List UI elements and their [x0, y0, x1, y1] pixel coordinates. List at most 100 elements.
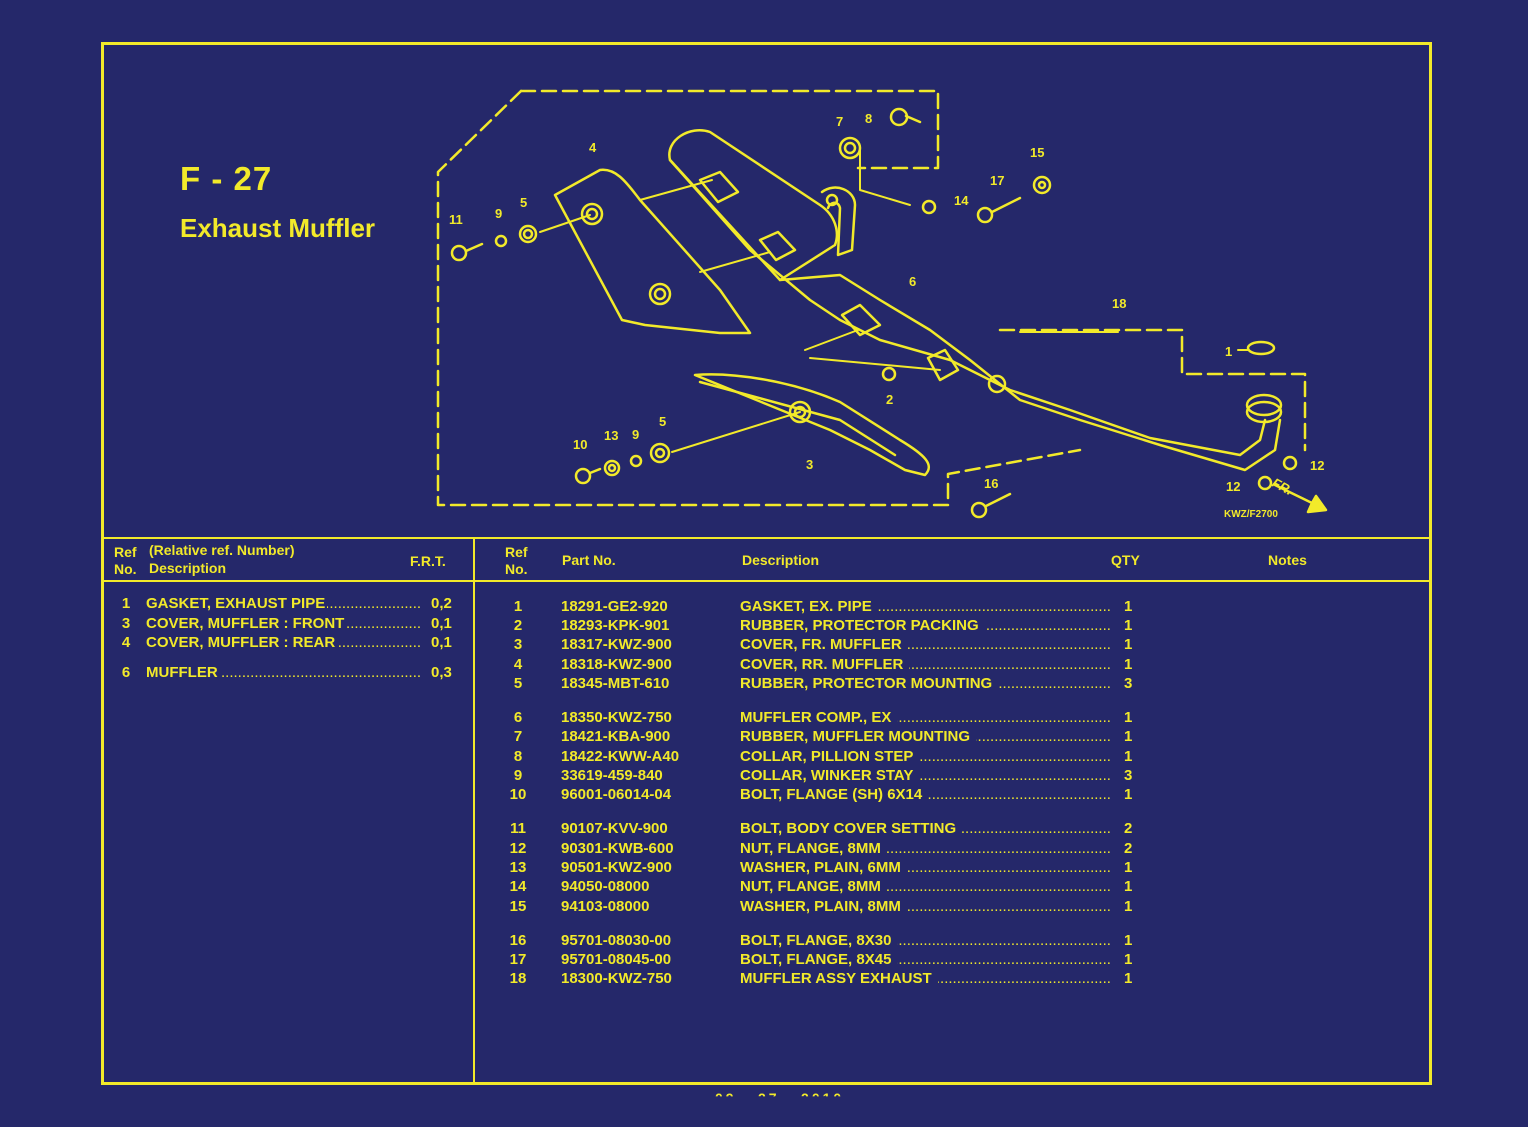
left-header-no: No.: [114, 561, 137, 577]
row-ref: 1: [121, 595, 131, 612]
row-part-no: 18422-KWW-A40: [561, 748, 680, 765]
row-description: RUBBER, PROTECTOR MOUNTING: [740, 674, 999, 693]
row-ref: 14: [509, 878, 527, 895]
row-part-no: 18291-GE2-920: [561, 598, 668, 615]
row-description: COVER, RR. MUFFLER: [740, 655, 910, 674]
callout-label: 11: [449, 212, 463, 227]
row-qty: 1: [1124, 898, 1133, 915]
row-description: GASKET, EX. PIPE: [740, 597, 878, 616]
row-ref: 6: [121, 664, 131, 681]
page-title: Exhaust Muffler: [180, 213, 376, 243]
table-column-divider: [473, 537, 475, 1082]
row-ref: 5: [513, 675, 523, 692]
callout-label: 9: [632, 427, 640, 442]
callout-label: 4: [589, 140, 597, 155]
row-part-no: 90501-KWZ-900: [561, 859, 672, 876]
row-part-no: 94103-08000: [561, 898, 650, 915]
right-header-qty: QTY: [1111, 552, 1140, 568]
row-description: COLLAR, WINKER STAY: [740, 766, 920, 785]
row-ref: 17: [509, 951, 527, 968]
row-qty: 1: [1124, 598, 1133, 615]
left-header-frt: F.R.T.: [410, 553, 446, 569]
row-part-no: 96001-06014-04: [561, 786, 672, 803]
row-qty: 1: [1124, 859, 1133, 876]
row-ref: 6: [513, 709, 523, 726]
row-frt: 0,2: [431, 595, 452, 612]
callout-label: 10: [573, 437, 588, 452]
right-header-description: Description: [742, 552, 820, 568]
row-description: WASHER, PLAIN, 8MM: [740, 897, 907, 916]
row-part-no: 33619-459-840: [561, 767, 663, 784]
row-ref: 4: [513, 656, 523, 673]
page-frame: [101, 42, 1432, 1085]
row-description: WASHER, PLAIN, 6MM: [740, 858, 907, 877]
row-qty: 1: [1124, 748, 1133, 765]
row-qty: 1: [1124, 636, 1133, 653]
row-qty: 2: [1124, 840, 1133, 857]
row-qty: 1: [1124, 878, 1133, 895]
row-description: MUFFLER ASSY EXHAUST: [740, 969, 938, 988]
row-part-no: 18350-KWZ-750: [561, 709, 672, 726]
row-qty: 1: [1124, 617, 1133, 634]
row-ref: 11: [510, 820, 526, 837]
left-header-description: Description: [149, 560, 227, 576]
row-description: BOLT, FLANGE (SH) 6X14: [740, 785, 929, 804]
row-description: RUBBER, MUFFLER MOUNTING: [740, 727, 976, 746]
callout-label: 7: [836, 114, 844, 129]
callout-label: 18: [1112, 296, 1127, 311]
row-part-no: 90107-KVV-900: [561, 820, 668, 837]
row-qty: 1: [1124, 709, 1133, 726]
row-ref: 8: [513, 748, 523, 765]
row-ref: 13: [509, 859, 527, 876]
row-part-no: 95701-08030-00: [561, 932, 672, 949]
header-bottom-divider: [101, 580, 1429, 582]
row-description: COVER, FR. MUFFLER: [740, 635, 908, 654]
row-qty: 1: [1124, 970, 1133, 987]
row-ref: 1: [513, 598, 523, 615]
row-part-no: 94050-08000: [561, 878, 650, 895]
row-description: NUT, FLANGE, 8MM: [740, 877, 887, 896]
row-description: BOLT, BODY COVER SETTING: [740, 819, 963, 838]
row-ref: 10: [509, 786, 527, 803]
row-ref: 12: [509, 840, 527, 857]
row-qty: 3: [1124, 767, 1133, 784]
row-part-no: 18293-KPK-901: [561, 617, 670, 634]
row-qty: 1: [1124, 786, 1133, 803]
row-ref: 15: [509, 898, 527, 915]
callout-label: 13: [604, 428, 619, 443]
row-qty: 1: [1124, 656, 1133, 673]
row-description: MUFFLER: [146, 663, 220, 682]
left-header-ref: Ref: [114, 544, 137, 560]
row-part-no: 18345-MBT-610: [561, 675, 670, 692]
callout-label: 5: [520, 195, 528, 210]
row-part-no: 90301-KWB-600: [561, 840, 674, 857]
row-ref: 2: [513, 617, 523, 634]
row-qty: 1: [1124, 951, 1133, 968]
header-top-divider: [101, 537, 1429, 539]
callout-label: 5: [659, 414, 667, 429]
row-description: COLLAR, PILLION STEP: [740, 747, 920, 766]
row-qty: 3: [1124, 675, 1133, 692]
row-description: GASKET, EXHAUST PIPE: [146, 594, 328, 613]
row-description: BOLT, FLANGE, 8X45: [740, 950, 898, 969]
callout-label: 1: [1225, 344, 1233, 359]
row-description: COVER, MUFFLER : FRONT: [146, 614, 347, 633]
right-header-ref: Ref: [505, 544, 528, 560]
row-description: RUBBER, PROTECTOR PACKING: [740, 616, 985, 635]
callout-label: 15: [1030, 145, 1045, 160]
callout-label: 9: [495, 206, 503, 221]
figure-code: KWZ/F2700: [1224, 509, 1278, 520]
row-description: BOLT, FLANGE, 8X30: [740, 931, 898, 950]
row-ref: 7: [513, 728, 523, 745]
callout-label: 3: [806, 457, 814, 472]
row-ref: 16: [509, 932, 527, 949]
row-part-no: 18318-KWZ-900: [561, 656, 672, 673]
row-part-no: 18300-KWZ-750: [561, 970, 672, 987]
right-header-no: No.: [505, 561, 528, 577]
row-part-no: 95701-08045-00: [561, 951, 672, 968]
row-qty: 2: [1124, 820, 1133, 837]
row-ref: 3: [513, 636, 523, 653]
callout-label: 2: [886, 392, 894, 407]
right-header-notes: Notes: [1268, 552, 1307, 568]
row-ref: 4: [121, 634, 131, 651]
